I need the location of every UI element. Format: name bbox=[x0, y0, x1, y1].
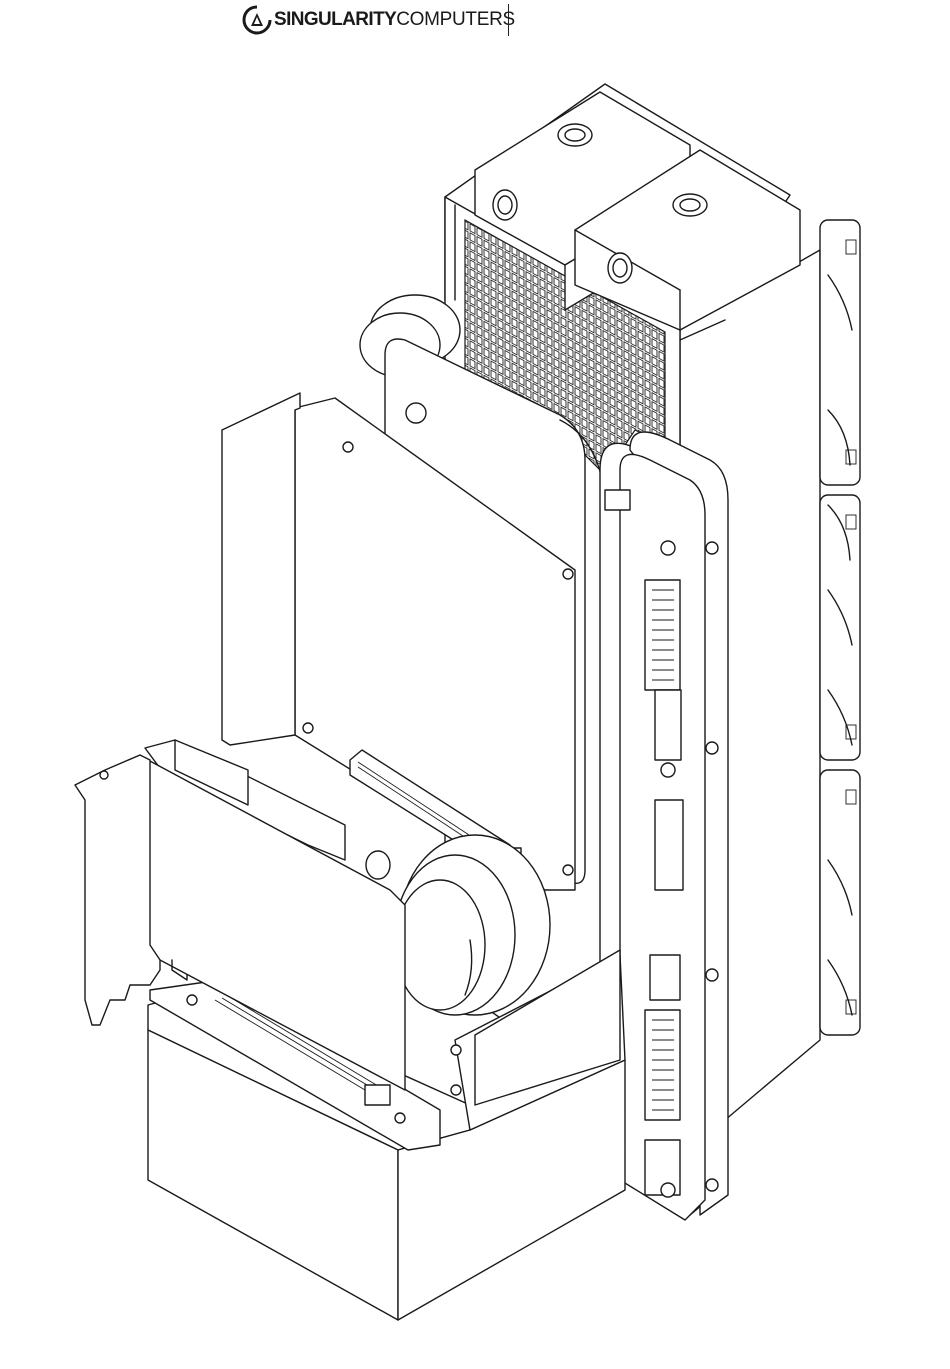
isometric-assembly-svg bbox=[0, 40, 950, 1369]
header: SINGULARITY COMPUTERS bbox=[0, 0, 950, 40]
sata-connector bbox=[655, 690, 681, 760]
gpu-io-bracket bbox=[75, 755, 160, 1025]
radiator-fans bbox=[820, 220, 860, 1035]
fan-1 bbox=[820, 220, 860, 485]
fan-header bbox=[605, 490, 630, 510]
pc-assembly-drawing bbox=[0, 40, 950, 1369]
pcie-power-connector bbox=[655, 800, 683, 890]
atx-connector-2 bbox=[645, 1010, 680, 1120]
io-shield bbox=[222, 393, 300, 745]
brand-name-bold: SINGULARITY bbox=[274, 9, 396, 31]
brand-logo: SINGULARITY COMPUTERS bbox=[242, 4, 515, 36]
fan-2 bbox=[820, 495, 860, 760]
singularity-logo-icon bbox=[242, 5, 272, 35]
header-divider bbox=[508, 4, 509, 36]
brand-name-light: COMPUTERS bbox=[396, 9, 515, 31]
atx-connector-1 bbox=[645, 580, 680, 690]
fan-3 bbox=[820, 770, 860, 1035]
